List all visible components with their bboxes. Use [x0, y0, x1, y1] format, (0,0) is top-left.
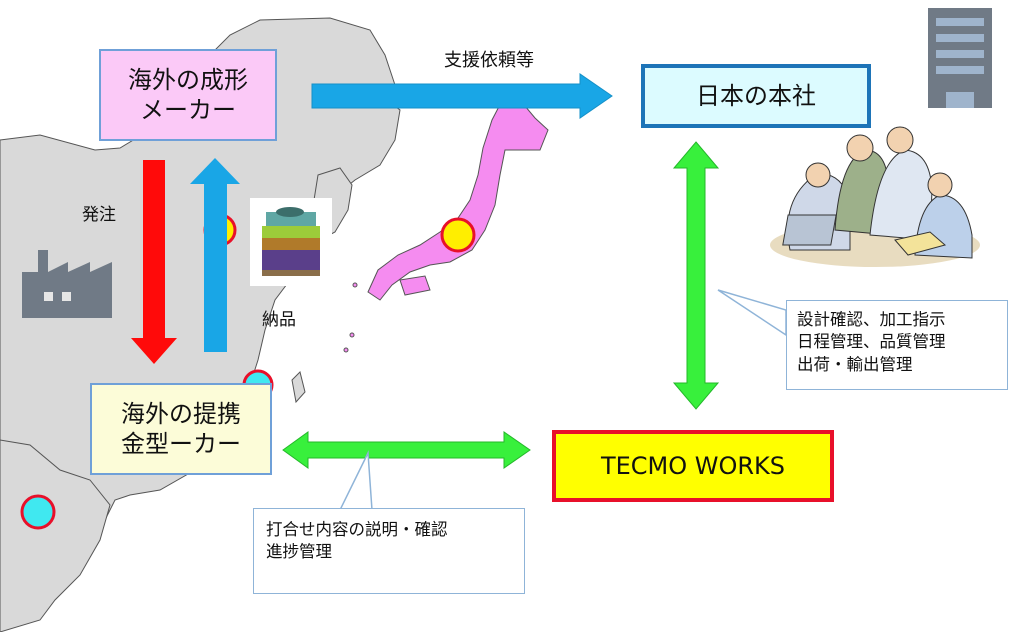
overseas-partner-line2: 金型ーカー [121, 430, 241, 458]
overseas-partner-box: 海外の提携 金型ーカー [90, 383, 272, 475]
office-building-icon [928, 8, 992, 108]
map-indochina [0, 439, 111, 632]
overseas-molder-line1: 海外の成形 [128, 66, 248, 94]
hq-tasks-line3: 出荷・輸出管理 [797, 354, 913, 374]
tecmo-works-label: TECMO WORKS [600, 452, 786, 480]
mold-image [250, 198, 332, 286]
map-japan-shikoku [399, 275, 431, 296]
delivery-label: 納品 [262, 310, 296, 330]
location-marker-thailand [20, 494, 56, 530]
japan-hq-box: 日本の本社 [641, 64, 871, 128]
support-request-label: 支援依頼等 [444, 50, 534, 71]
overseas-partner-line1: 海外の提携 [121, 400, 241, 428]
map-japan [367, 94, 549, 301]
overseas-molder-box: 海外の成形 メーカー [99, 49, 277, 141]
hq-tasks-note: 設計確認、加工指示 日程管理、品質管理 出荷・輸出管理 [786, 300, 1008, 390]
overseas-molder-line2: メーカー [140, 96, 236, 124]
order-label: 発注 [82, 205, 116, 225]
order-arrow [131, 160, 177, 364]
partner-tecmo-arrow [282, 431, 531, 469]
delivery-arrow [190, 158, 240, 352]
partner-tasks-line1: 打合せ内容の説明・確認 [266, 520, 448, 539]
japan-hq-label: 日本の本社 [696, 82, 816, 110]
hq-tasks-line1: 設計確認、加工指示 [797, 310, 946, 329]
location-marker-japan [440, 217, 476, 253]
partner-tasks-line2: 進捗管理 [266, 542, 332, 562]
partner-note-pointer [338, 450, 373, 511]
hq-tecmo-arrow [672, 141, 720, 410]
factory-icon [22, 250, 112, 318]
hq-note-pointer [717, 289, 787, 337]
support-request-arrow [311, 73, 613, 119]
partner-tasks-note: 打合せ内容の説明・確認 進捗管理 [253, 508, 525, 594]
business-meeting-image [770, 126, 980, 267]
hq-tasks-line2: 日程管理、品質管理 [797, 332, 946, 352]
tecmo-works-box: TECMO WORKS [552, 430, 834, 502]
map-taiwan [291, 371, 306, 404]
